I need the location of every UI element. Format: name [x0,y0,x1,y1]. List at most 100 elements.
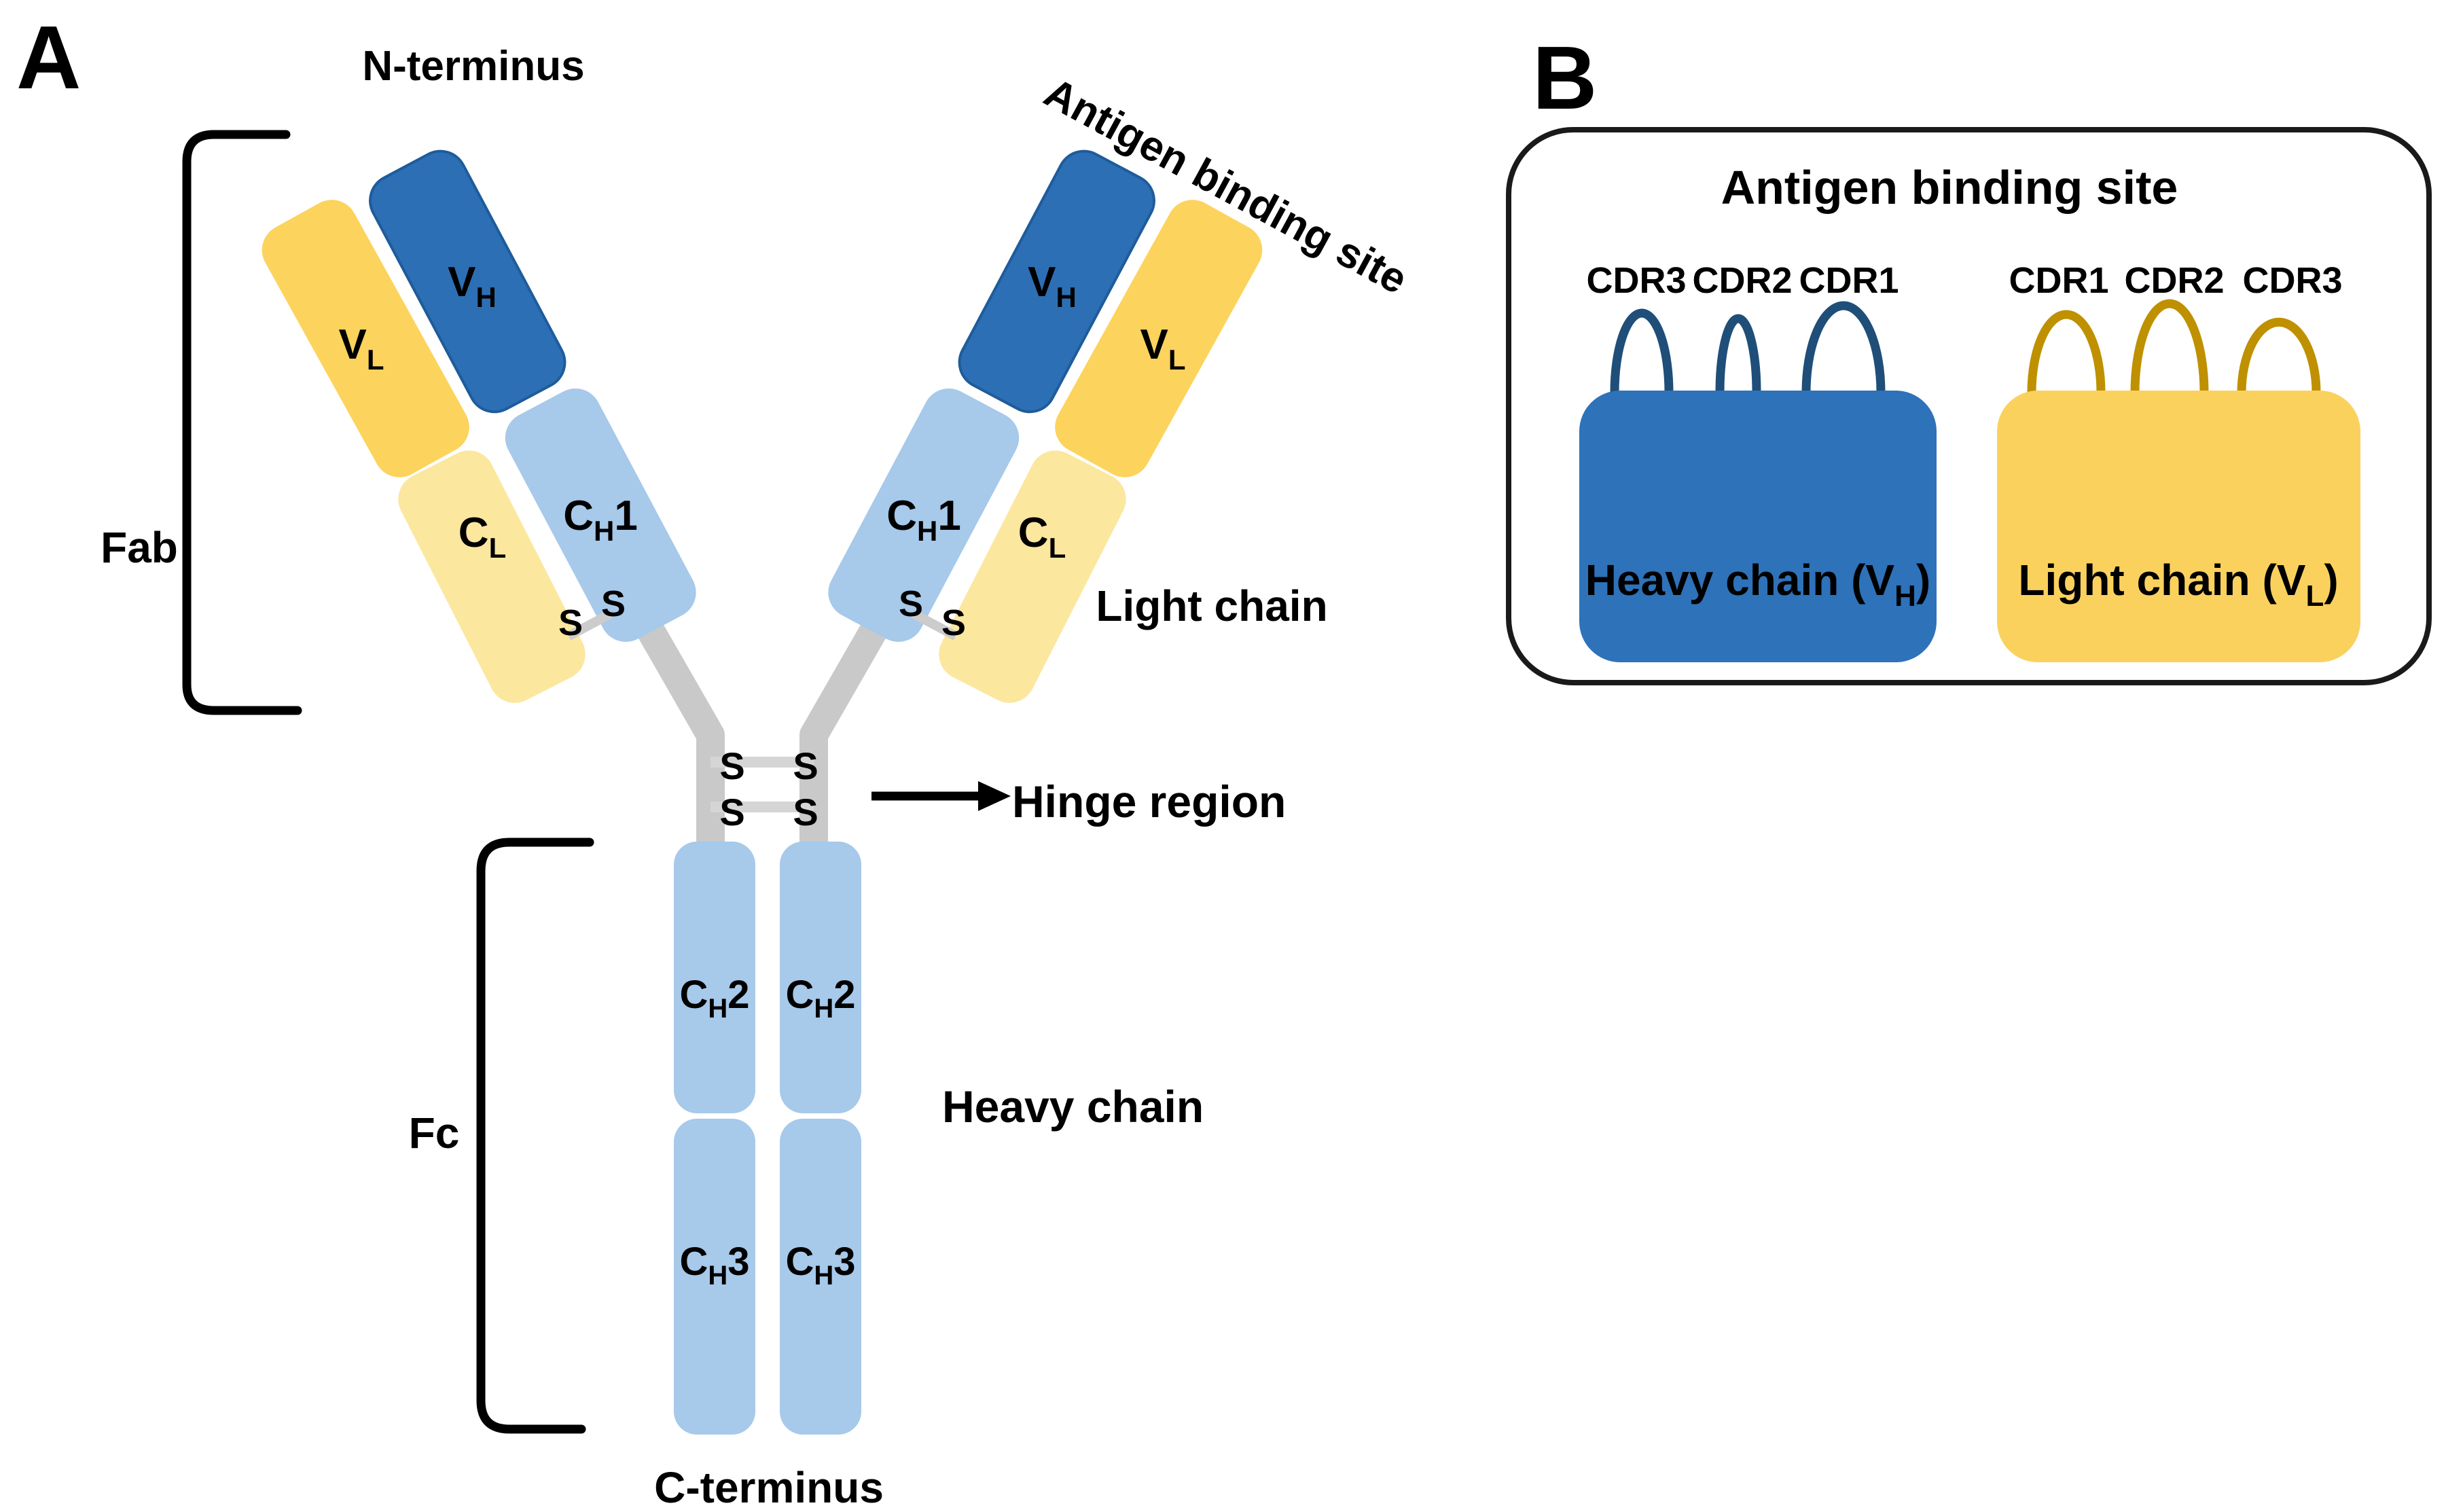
left-vh-label: VH [448,259,497,313]
n-terminus-label: N-terminus [362,43,584,90]
right-fab-arm: S S VH VL CL CH1 [828,149,1263,703]
right-arm-s1: S [899,583,923,624]
left-vl-label-sub: L [367,344,384,376]
right-cl-label-c: C [1018,509,1049,556]
right-vh-label-sub: H [1056,281,1077,313]
left-arm-s2: S [601,583,626,624]
hinge-region-label: Hinge region [1012,776,1286,827]
left-arm-s1: S [558,602,583,643]
heavy-cdr3-label: CDR3 [1586,260,1686,301]
hinge-s4: S [793,791,818,833]
right-vh-domain [958,149,1155,414]
left-vh-label-v: V [448,259,475,306]
hinge-s1: S [719,744,744,787]
panel-b-light-label-sub: L [2305,579,2324,613]
panel-b-heavy-label-post: ) [1916,556,1930,605]
right-vh-label: VH [1028,259,1077,313]
left-vl-label: VL [338,321,384,376]
hinge-s2: S [793,744,818,787]
right-cl-label-sub: L [1049,532,1066,564]
heavy-cdr1-loop [1801,301,1886,393]
left-ch2-label-sub: H [708,994,727,1024]
left-heavy-stem [632,614,725,852]
c-terminus-label: C-terminus [654,1463,884,1512]
right-arm-disulfide-bar [911,609,958,641]
left-vl-label-v: V [338,321,366,368]
light-cdr2-label: CDR2 [2124,260,2224,301]
panel-b-heavy-block-label: Heavy chain (VH) [1585,556,1930,613]
hinge-arrow-head [978,781,1011,811]
panel-b-heavy-label-pre: Heavy chain (V [1585,556,1895,605]
right-ch2-label-2: 2 [833,973,855,1017]
left-ch1-label-1: 1 [614,492,637,539]
light-chain-label: Light chain [1096,581,1327,630]
light-cdr3-loop [2237,317,2321,393]
right-ch2-label-c: C [785,973,814,1017]
light-cdr2-loop [2130,299,2209,393]
left-ch2-label-c: C [679,973,708,1017]
hinge-disulfide-bar-1 [711,757,814,768]
right-cl-label: CL [1018,509,1066,564]
panel-a-label: A [16,7,81,107]
panel-b-label: B [1532,28,1597,128]
panel-a: A N-terminus Antigen binding site Fab Fc… [16,7,1415,1512]
light-cdr3-label: CDR3 [2242,260,2342,301]
left-ch1-label: CH1 [563,492,638,547]
fab-bracket [182,130,302,715]
left-ch2-label: CH2 [679,973,749,1024]
right-cl-domain [939,450,1126,703]
heavy-cdr3-loop [1610,308,1674,393]
fc-region: CH2 CH2 CH3 CH3 [674,842,861,1435]
left-arm-disulfide-bar [566,609,613,641]
panel-b-heavy-label-sub: H [1894,579,1916,613]
right-vl-domain [1055,200,1263,478]
panel-b-light-label-pre: Light chain (V [2018,556,2305,605]
left-ch1-label-sub: H [594,515,614,547]
right-ch2-domain [780,842,861,1113]
panel-b-heavy-block [1579,391,1937,662]
right-vl-label: VL [1140,321,1185,376]
hinge-disulfide-bar-2 [711,802,814,812]
right-ch3-label-sub: H [814,1261,833,1291]
left-fab-arm: S S VL VH CL CH1 [262,149,696,703]
left-ch2-label-2: 2 [727,973,749,1017]
left-ch3-label-sub: H [708,1261,727,1291]
panel-b-title: Antigen binding site [1721,161,2178,214]
fc-bracket [476,838,594,1434]
right-arm-s2: S [941,602,966,643]
right-ch3-label-3: 3 [833,1240,855,1284]
right-ch1-label: CH1 [886,492,961,547]
left-ch3-label-3: 3 [727,1240,749,1284]
right-ch1-domain [828,388,1020,642]
light-cdr1-loop [2027,310,2106,393]
left-vh-label-sub: H [476,281,497,313]
panel-b-light-block-label: Light chain (VL) [2018,556,2338,613]
fab-label: Fab [101,523,178,572]
left-cl-domain [398,450,586,703]
left-ch1-label-c: C [563,492,594,539]
heavy-cdr2-loop [1715,314,1761,393]
fc-label: Fc [409,1109,460,1157]
left-cl-label-c: C [458,509,489,556]
right-ch1-label-c: C [886,492,917,539]
right-heavy-stem [799,614,892,852]
right-ch3-label-c: C [785,1240,814,1284]
left-vh-domain [369,149,566,414]
heavy-cdr2-label: CDR2 [1692,260,1792,301]
left-cl-label-sub: L [489,532,507,564]
hinge-s3: S [719,791,744,833]
panel-b-light-block [1997,391,2360,662]
right-ch1-label-sub: H [917,515,937,547]
left-cl-label: CL [458,509,506,564]
left-ch2-domain [674,842,755,1113]
right-vl-label-sub: L [1168,344,1186,376]
right-ch2-label-sub: H [814,994,833,1024]
heavy-cdr1-label: CDR1 [1799,260,1899,301]
right-ch3-label: CH3 [785,1240,855,1291]
left-vl-domain [262,200,469,478]
left-ch3-label: CH3 [679,1240,749,1291]
right-ch3-domain [780,1119,861,1435]
right-vh-label-v: V [1028,259,1056,306]
